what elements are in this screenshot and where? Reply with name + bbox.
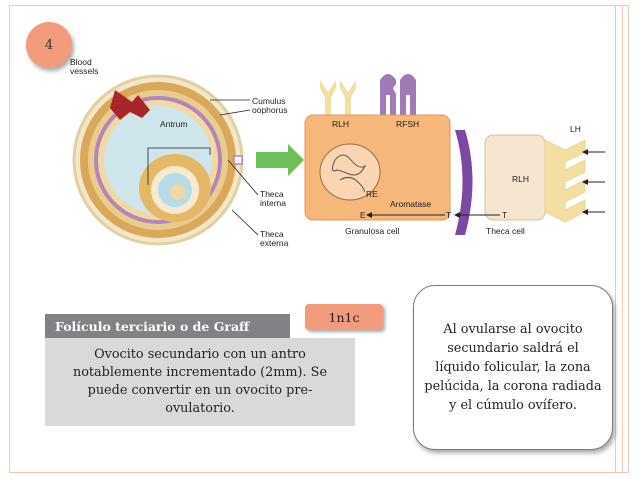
label-vessels: vessels xyxy=(70,66,99,76)
label-r-e: RE xyxy=(366,189,378,199)
follicle-diagram: Blood vessels Antrum Cumulus oophorus Th… xyxy=(60,40,620,255)
ovulation-note: Al ovularse al ovocito secundario saldrá… xyxy=(413,285,613,450)
follicle-description: Ovocito secundario con un antro notablem… xyxy=(45,338,355,426)
label-theca-externa-1: Theca xyxy=(260,229,284,239)
label-theca-externa-2: externa xyxy=(260,238,289,248)
label-r-lh-theca: RLH xyxy=(512,174,530,184)
label-theca-cell: Theca cell xyxy=(486,226,525,236)
label-blood: Blood xyxy=(70,57,92,67)
label-oophorus: oophorus xyxy=(252,105,288,115)
follicle-illustration xyxy=(72,74,605,246)
label-antrum: Antrum xyxy=(160,119,188,129)
label-e: E xyxy=(360,210,366,220)
label-theca-interna-2: interna xyxy=(260,198,286,208)
slide-number-badge: 4 xyxy=(26,22,72,68)
label-t-granulosa: T xyxy=(446,210,452,220)
frame-line xyxy=(622,5,623,473)
label-granulosa-cell: Granulosa cell xyxy=(345,226,400,236)
slide-frame xyxy=(9,5,629,473)
follicle-title: Folículo terciario o de Graff xyxy=(45,314,290,338)
label-aromatase: Aromatase xyxy=(390,199,432,209)
label-r-lh: RLH xyxy=(332,119,350,129)
label-cumulus: Cumulus xyxy=(252,96,286,106)
frame-line xyxy=(615,5,616,473)
label-theca-interna-1: Theca xyxy=(260,189,284,199)
label-t-theca: T xyxy=(502,210,508,220)
ploidy-tag: 1n1c xyxy=(305,304,383,330)
label-lh: LH xyxy=(570,124,581,134)
label-r-fsh: RFSH xyxy=(396,119,420,129)
